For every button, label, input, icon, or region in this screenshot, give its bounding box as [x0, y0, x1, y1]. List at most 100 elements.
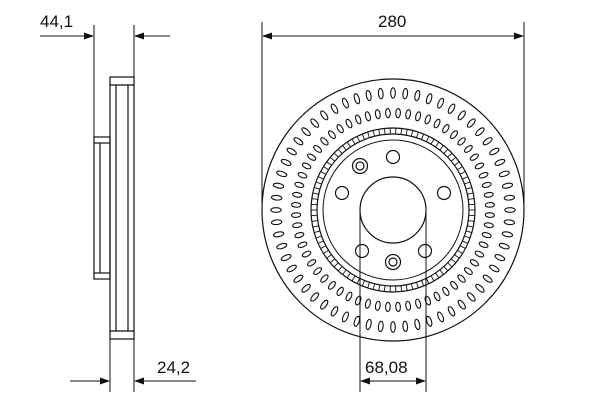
outer-cooling-slot — [498, 242, 510, 250]
inner-cooling-slot — [307, 153, 317, 161]
outer-cooling-slot — [414, 318, 421, 331]
inner-cooling-slot — [301, 250, 312, 258]
inner-cooling-slot — [478, 171, 489, 179]
inner-cooling-slot — [395, 107, 401, 119]
inner-cooling-slot — [328, 280, 336, 290]
hat-ring-tick — [361, 133, 365, 140]
hat-ring-tick — [367, 282, 370, 289]
hat-ring-tick — [311, 220, 318, 222]
hat-ring-tick — [346, 272, 351, 279]
hat-ring-tick — [329, 156, 336, 162]
hat-ring-tick — [450, 258, 457, 264]
inner-cooling-slot — [374, 300, 381, 311]
outer-cooling-slot — [489, 147, 500, 156]
inner-cooling-slot — [336, 124, 344, 134]
outer-cooling-slot — [320, 299, 329, 310]
outer-cooling-slot — [353, 315, 361, 327]
inner-cooling-slot — [415, 298, 422, 309]
hat-ring-tick — [468, 198, 475, 200]
inner-cooling-slot — [345, 291, 353, 302]
inner-cooling-slot — [320, 137, 329, 146]
hat-ring-tick — [383, 128, 386, 135]
outer-cooling-slot — [310, 292, 320, 302]
hat-ring-tick — [315, 181, 322, 185]
inner-cooling-slot — [320, 274, 329, 283]
hat-ring-tick — [329, 258, 336, 264]
side-view — [93, 76, 135, 340]
inner-cooling-slot — [415, 111, 422, 122]
inner-cooling-slot — [484, 202, 496, 208]
outer-cooling-slot — [280, 254, 292, 262]
outer-cooling-slot — [377, 87, 384, 100]
hat-ring-tick — [351, 275, 356, 282]
hat-ring-tick — [443, 148, 449, 154]
inner-cooling-slot — [328, 130, 336, 140]
disc-outer-outline — [109, 76, 135, 340]
outer-cooling-slot — [482, 274, 493, 283]
hat-ring-tick — [361, 280, 365, 287]
hat-ring-tick — [323, 249, 329, 254]
hat-ring-tick — [314, 230, 321, 234]
outer-cooling-slot — [437, 97, 445, 109]
bolt-hole-bottom-left — [354, 243, 370, 259]
hat-ring-tick — [346, 141, 351, 148]
hat-ring-tick — [342, 145, 347, 151]
hat-ring-ticks — [311, 128, 475, 292]
outer-cooling-slot — [286, 264, 297, 273]
hat-ring-tick — [367, 131, 370, 138]
inner-cooling-slot — [395, 301, 401, 313]
inner-cooling-slot — [424, 295, 432, 306]
inner-cooling-slot — [405, 109, 412, 120]
outer-cooling-slot — [482, 137, 493, 146]
hat-ring-tick — [311, 198, 318, 200]
hat-ring-tick — [467, 225, 474, 228]
hat-ring-tick — [312, 192, 319, 195]
inner-cooling-slot — [313, 267, 323, 275]
outer-cooling-slot — [503, 219, 516, 226]
hat-ring-tick — [383, 285, 386, 292]
inner-cooling-slot — [442, 286, 450, 296]
inner-cooling-slot — [292, 191, 303, 198]
hat-ring-tick — [314, 186, 321, 190]
hat-ring-tick — [430, 275, 435, 282]
inner-cooling-slot — [364, 111, 371, 122]
bolt-holes — [334, 149, 452, 259]
inner-cooling-slot — [297, 241, 308, 249]
inner-cooling-slot — [405, 300, 412, 311]
center-bore — [359, 176, 427, 244]
outer-cooling-slot — [301, 127, 311, 137]
outer-cooling-slot — [341, 311, 349, 323]
hat-ring-tick — [430, 138, 435, 145]
outer-cooling-slot — [301, 283, 311, 293]
hat-ring-tick — [439, 269, 444, 275]
inner-cooling-slot — [478, 241, 489, 249]
outer-cooling-slot — [494, 158, 506, 166]
hat-ring-tick — [400, 128, 403, 135]
hat-ring-tick — [410, 283, 414, 290]
hat-ring-tick — [457, 166, 463, 171]
inner-cooling-slot — [442, 124, 450, 134]
hat-outer-circle — [316, 133, 470, 287]
outer-cooling-slot — [402, 87, 409, 100]
inner-cooling-slot — [313, 145, 323, 153]
hat-ring-tick — [410, 130, 414, 137]
inner-cooling-slot — [463, 145, 473, 153]
inner-cooling-slot — [457, 274, 466, 283]
bolt-hole-left — [334, 185, 350, 201]
hat-ring-tick — [421, 133, 425, 140]
outer-cooling-slot — [310, 118, 320, 128]
outer-cooling-slot — [330, 306, 339, 317]
hat-ring-tick — [421, 280, 425, 287]
hat-ring-tick — [372, 283, 376, 290]
hat-ring-tick — [464, 235, 471, 239]
hat-ring-tick — [405, 284, 408, 291]
hat-ring-tick — [425, 278, 430, 284]
hat-ring-tick — [416, 282, 419, 289]
outer-cooling-slot — [270, 194, 283, 201]
bolt-hole-bottom-right — [417, 243, 433, 259]
hat-ring-tick — [356, 278, 361, 284]
inner-cooling-slot — [294, 232, 305, 239]
outer-cooling-slot — [272, 182, 285, 189]
outer-cooling-slot — [341, 97, 349, 109]
